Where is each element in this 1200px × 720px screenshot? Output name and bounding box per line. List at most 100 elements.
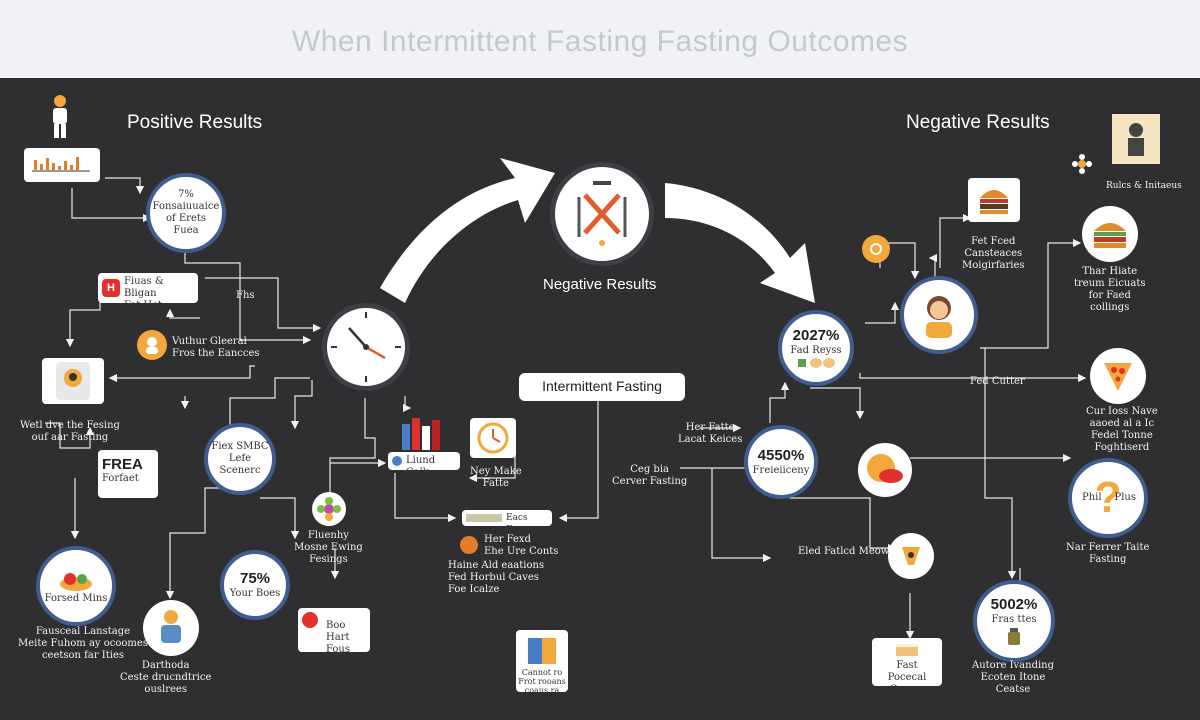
connector (558, 400, 599, 523)
text-line: Ceg bia (630, 464, 669, 475)
text-line: Fros the Eancces (172, 348, 260, 359)
node-value: 4550% (757, 447, 805, 464)
page-title: When Intermittent Fasting Fasting Outcom… (291, 25, 909, 58)
burger-node (1082, 206, 1138, 262)
text-line: Moigirfaries (962, 260, 1025, 271)
text-line: Meite Fuhom ay ocoomes (18, 638, 148, 649)
connector (865, 301, 900, 324)
cur-lost-text: Cur Ioss Nave aaoed al a Ic Fedel Tonne … (1086, 406, 1158, 454)
plus-label: Plus (1114, 492, 1137, 503)
text-line: collings (1090, 302, 1130, 313)
ner-forever-text: Nar Ferrer Taite Fasting (1066, 542, 1149, 566)
timer-icon (470, 418, 516, 458)
node-2027-percent[interactable]: 2027% Fad Reyss (778, 310, 854, 386)
text-line: Foe Icalze (448, 584, 500, 595)
connector (980, 238, 1082, 349)
node-4550-percent[interactable]: 4550% Freieiiceny (744, 425, 818, 499)
their-hate-text: Thar Hiate treum Eicuats for Faed collin… (1074, 266, 1145, 314)
text-line: Foghtiserd (1094, 442, 1150, 453)
connector (205, 277, 322, 333)
pizza-icon (1104, 363, 1132, 391)
text-line: Fluenhy (307, 530, 349, 541)
text-line: Wetl dve the Fesing (20, 420, 120, 431)
h-badge-icon: H (102, 279, 120, 297)
text-line: Cur Ioss Nave (1086, 406, 1158, 417)
frea-subtitle: Forfaet (102, 473, 139, 484)
connector (769, 381, 790, 423)
node-label: Fonsaiuuaice (152, 201, 220, 212)
node-question[interactable]: Phil ? Plus (1068, 458, 1148, 538)
connector (928, 253, 938, 278)
intermittent-fasting-pill[interactable]: Intermittent Fasting (519, 373, 685, 401)
text-line: Autore Ivanding (972, 660, 1055, 671)
connector (402, 396, 412, 413)
node-label: Freieiiceny (752, 465, 810, 476)
people-icon (1112, 114, 1160, 164)
eled-text: Eled Fatlcd Meow (798, 546, 890, 557)
card-line: Cannot ro (521, 668, 563, 677)
frea-card[interactable]: FREA Forfaet (98, 450, 158, 498)
text-line: Nar Ferrer Taite (1066, 542, 1150, 553)
fiuas-card[interactable]: H Fiuas & Bligan Fat Het Sereinss (98, 273, 198, 323)
card-line: coaus ra (524, 686, 560, 695)
card-line: Boo Hart (326, 620, 350, 643)
her-fatte-text: Her Fatte Lacat Keices (678, 422, 742, 446)
connector (290, 380, 313, 430)
card-line: Fiuas & Bligan (124, 276, 164, 299)
flower-icon (312, 492, 346, 526)
text-line: Fasting (1089, 554, 1127, 565)
negative-heading: Negative Results (906, 112, 1050, 133)
woman-icon (926, 296, 952, 338)
ceg-bia-text: Ceg bia Cerver Fasting (612, 464, 687, 488)
node-value: 75% (239, 570, 271, 587)
text-line: Vuthur Gleeral (172, 336, 247, 347)
person-node (143, 600, 199, 656)
frea-title: FREA (102, 456, 143, 473)
gear-icon (862, 235, 890, 263)
her-fixed-text: Her Fexd Ehe Ure Conts (484, 534, 558, 558)
text-line: Fedel Tonne (1091, 430, 1153, 441)
node-value: 5002% (990, 596, 1038, 613)
text-line: Mosne Ewing (294, 542, 363, 553)
text-line: aaoed al a Ic (1089, 418, 1155, 429)
text-line: Ceste drucndtrice (120, 672, 212, 683)
burger-icon (968, 178, 1020, 222)
node-label: Fiex SMBC (211, 441, 269, 452)
text-line: Haine Ald eaations (448, 560, 545, 571)
fig-card[interactable]: Cannot ro Frot rooans coaus ra (516, 630, 568, 695)
text-line: Fet Fced (971, 236, 1016, 247)
food-plate-icon (858, 443, 912, 497)
bho-card[interactable]: Boo Hart Fous (298, 608, 370, 655)
fast-proceed-card[interactable]: Fast Pocecal Cerver (872, 638, 942, 695)
fork-knife-icon (577, 181, 627, 246)
person-icon (46, 94, 74, 140)
card-line: Eacs Eoce (506, 513, 529, 535)
node-label: Forsed Mins (44, 593, 108, 604)
connector (108, 365, 255, 383)
eacs-card[interactable]: Eacs Eoce (462, 510, 552, 535)
pizza-node (1090, 348, 1146, 404)
node-seven-percent[interactable]: 7% Fonsaiuuaice of Erets Fuea (146, 173, 226, 253)
node-label: Fuea (173, 225, 199, 236)
node-fiex[interactable]: Fiex SMBC Lefe Scenerc (204, 423, 276, 495)
alert-icon (460, 536, 478, 554)
positive-heading: Positive Results (127, 112, 263, 133)
node-forsed-mins[interactable]: Forsed Mins (36, 546, 116, 626)
connector (165, 308, 200, 319)
connector (984, 348, 1017, 580)
connector (71, 188, 152, 223)
wait-text: Wetl dve the Fesing ouf aar Fasting (20, 420, 120, 444)
connector (45, 422, 95, 449)
card-line: Fast Pocecal (887, 660, 927, 683)
liund-card[interactable]: Liund Calk (388, 452, 460, 478)
center-negative-heading: Negative Results (543, 276, 657, 293)
node-5002-percent[interactable]: 5002% Fras ttes (973, 580, 1055, 662)
text-line: Lacat Keices (678, 434, 743, 445)
card-line: Cerver (889, 684, 925, 695)
chart-icon (24, 148, 100, 182)
card-line: Liund Calk (406, 455, 436, 478)
doctor-icon (137, 330, 167, 360)
text-line: for Faed (1088, 290, 1131, 301)
node-75-percent[interactable]: 75% Your Boes (220, 550, 290, 620)
node-woman[interactable] (900, 276, 978, 354)
